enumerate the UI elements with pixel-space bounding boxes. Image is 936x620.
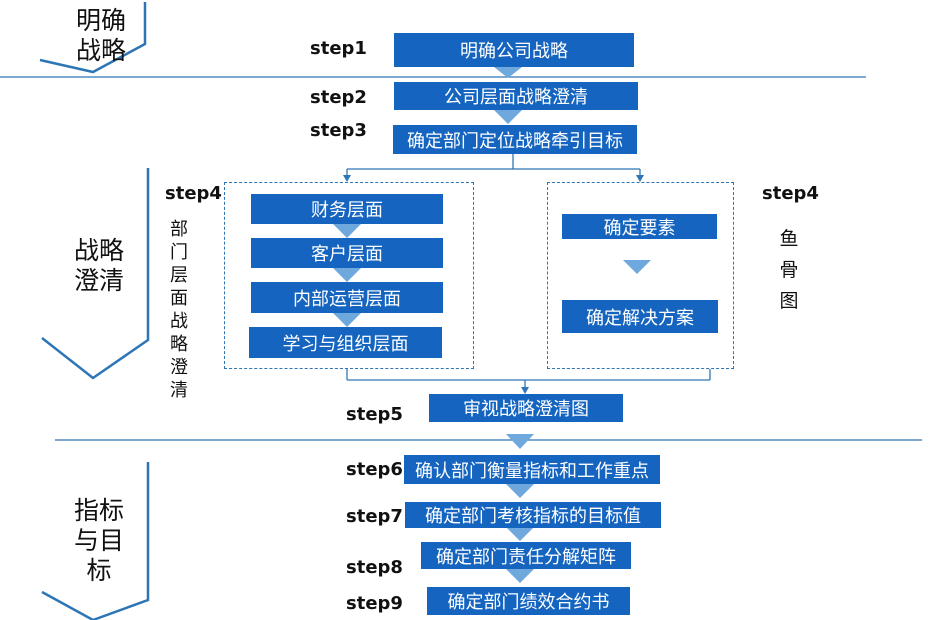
step1-box: 明确公司战略 (394, 33, 634, 67)
split-arrow-left (343, 175, 351, 182)
phase-label-indicators-targets: 指标 与目 标 (73, 496, 124, 585)
phase-label-strategy-clarification: 战略 澄清 (73, 236, 124, 295)
arrow-elements-solution (623, 260, 651, 274)
phase-chevron-indicators (41, 462, 150, 620)
step2-box: 公司层面战略澄清 (394, 82, 638, 110)
step5-box: 审视战略澄清图 (429, 394, 623, 422)
internal-operations-box: 内部运营层面 (251, 282, 443, 313)
arrow-step6-step7 (506, 484, 534, 498)
step6-label: step6 (346, 459, 403, 480)
phase-chevron-strategy (41, 168, 150, 380)
right-group-frame (547, 182, 734, 369)
arrow-internal-learning (333, 313, 361, 327)
arrow-step5-step6 (506, 434, 534, 449)
step8-label: step8 (346, 557, 403, 578)
split-arrow-right (636, 175, 644, 182)
arrow-customer-internal (333, 268, 361, 282)
step7-label: step7 (346, 506, 403, 527)
arrow-step8-step9 (506, 569, 534, 583)
phase-label-clarify-strategy: 明确 战略 (75, 6, 126, 65)
fishbone-vertical-label: 鱼骨图 (779, 228, 799, 312)
arrow-finance-customer (333, 224, 361, 238)
arrow-step2-step3 (494, 110, 522, 124)
determine-solution-box: 确定解决方案 (562, 300, 718, 333)
step1-label: step1 (310, 38, 367, 59)
step3-box: 确定部门定位战略牵引目标 (393, 125, 637, 154)
finance-box: 财务层面 (251, 194, 443, 224)
step9-box: 确定部门绩效合约书 (427, 587, 630, 615)
step4-left-label: step4 (165, 183, 222, 204)
arrow-step7-step8 (506, 527, 534, 541)
step6-box: 确认部门衡量指标和工作重点 (404, 455, 660, 484)
step7-box: 确定部门考核指标的目标值 (405, 502, 661, 528)
step9-label: step9 (346, 593, 403, 614)
phase-chevron-clarify (39, 2, 147, 74)
customer-box: 客户层面 (251, 238, 443, 268)
step4-right-label: step4 (762, 183, 819, 204)
step3-label: step3 (310, 120, 367, 141)
arrow-step1-step2 (494, 67, 522, 78)
determine-elements-box: 确定要素 (562, 214, 717, 239)
left-group-frame (224, 182, 474, 369)
learning-organization-box: 学习与组织层面 (249, 327, 442, 358)
merge-arrow (521, 387, 529, 394)
step8-box: 确定部门责任分解矩阵 (421, 542, 631, 569)
left-group-vertical-label: 部门层面战略澄清 (170, 219, 188, 401)
step5-label: step5 (346, 404, 403, 425)
step2-label: step2 (310, 87, 367, 108)
